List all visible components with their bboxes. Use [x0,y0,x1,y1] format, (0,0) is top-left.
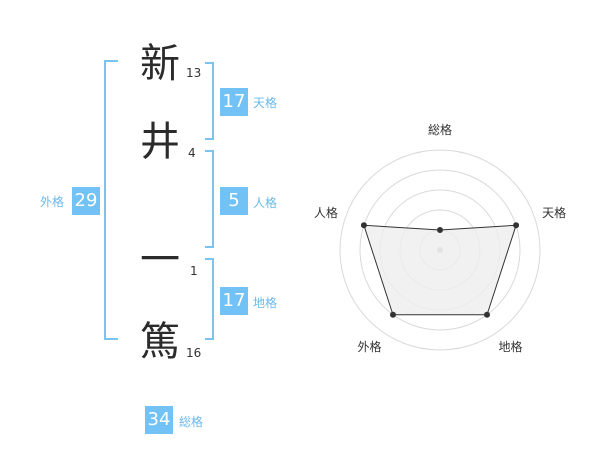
stroke-count-3: 1 [190,264,198,278]
chikaku-bracket [205,258,214,340]
radar-point-3 [484,311,491,318]
radar-ring-4 [359,169,521,331]
soukaku-label: 総格 [179,415,204,429]
tenkaku-bracket [205,62,214,140]
radar-point-5 [360,222,367,229]
soukaku-value-box: 34 [145,406,173,434]
radar-area [363,224,517,316]
jinkaku-bracket [205,150,214,248]
gaikaku-label: 外格 [40,195,65,209]
name-char-2: 井 [140,119,180,165]
stroke-count-1: 13 [186,66,202,80]
radar-point-1 [437,227,443,233]
radar-axis-label-4: 外格 [357,339,381,354]
stroke-count-2: 4 [188,146,196,160]
radar-axis-label-1: 総格 [428,122,452,137]
radar-point-4 [389,311,396,318]
radar-axis-label-5: 人格 [314,205,338,220]
radar-axis-label-2: 天格 [542,205,566,220]
name-char-4: 篤 [140,319,180,365]
chikaku-label: 地格 [253,296,278,310]
jinkaku-label: 人格 [253,196,278,210]
radar-point-2 [513,222,520,229]
gaikaku-bracket [104,60,118,340]
tenkaku-label: 天格 [253,96,278,110]
gaikaku-value-box: 29 [72,187,100,215]
name-char-1: 新 [140,41,180,87]
chikaku-value-box: 17 [220,287,248,315]
radar-ring-5 [339,149,541,351]
radar-axis-label-3: 地格 [499,339,523,354]
jinkaku-value-box: 5 [220,187,248,215]
tenkaku-value-box: 17 [220,88,248,116]
name-char-3: 一 [140,237,180,283]
stroke-count-4: 16 [186,346,202,360]
